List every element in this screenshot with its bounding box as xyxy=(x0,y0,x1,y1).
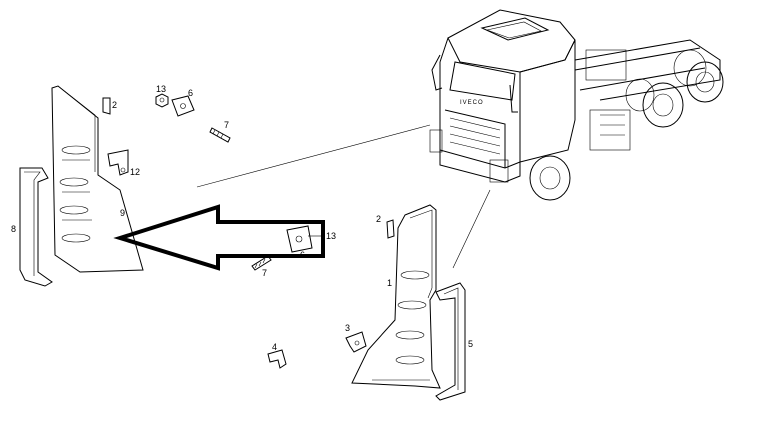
label-13b-left: 13 xyxy=(326,231,336,241)
label-7b-left: 7 xyxy=(262,268,267,278)
label-5-right: 5 xyxy=(468,339,473,349)
label-2-right: 2 xyxy=(376,214,381,224)
label-13-left: 13 xyxy=(156,84,166,94)
label-12-left: 12 xyxy=(130,167,140,177)
label-9-left: 9 xyxy=(120,208,125,218)
label-8-left: 8 xyxy=(11,224,16,234)
label-3-right: 3 xyxy=(345,323,350,333)
label-1-right: 1 xyxy=(387,278,392,288)
label-6b-left: 6 xyxy=(300,250,305,260)
right-step-assembly xyxy=(267,204,466,401)
direction-arrow xyxy=(113,204,325,271)
label-6-left: 6 xyxy=(188,88,193,98)
truck-illustration: IVECO xyxy=(429,9,724,201)
label-4-right: 4 xyxy=(272,342,277,352)
leader-line-right xyxy=(452,189,491,269)
left-step-assembly xyxy=(19,85,322,287)
label-2-left: 2 xyxy=(112,100,117,110)
truck-badge: IVECO xyxy=(460,100,484,106)
leader-line-left xyxy=(196,124,431,188)
label-7-left: 7 xyxy=(224,120,229,130)
